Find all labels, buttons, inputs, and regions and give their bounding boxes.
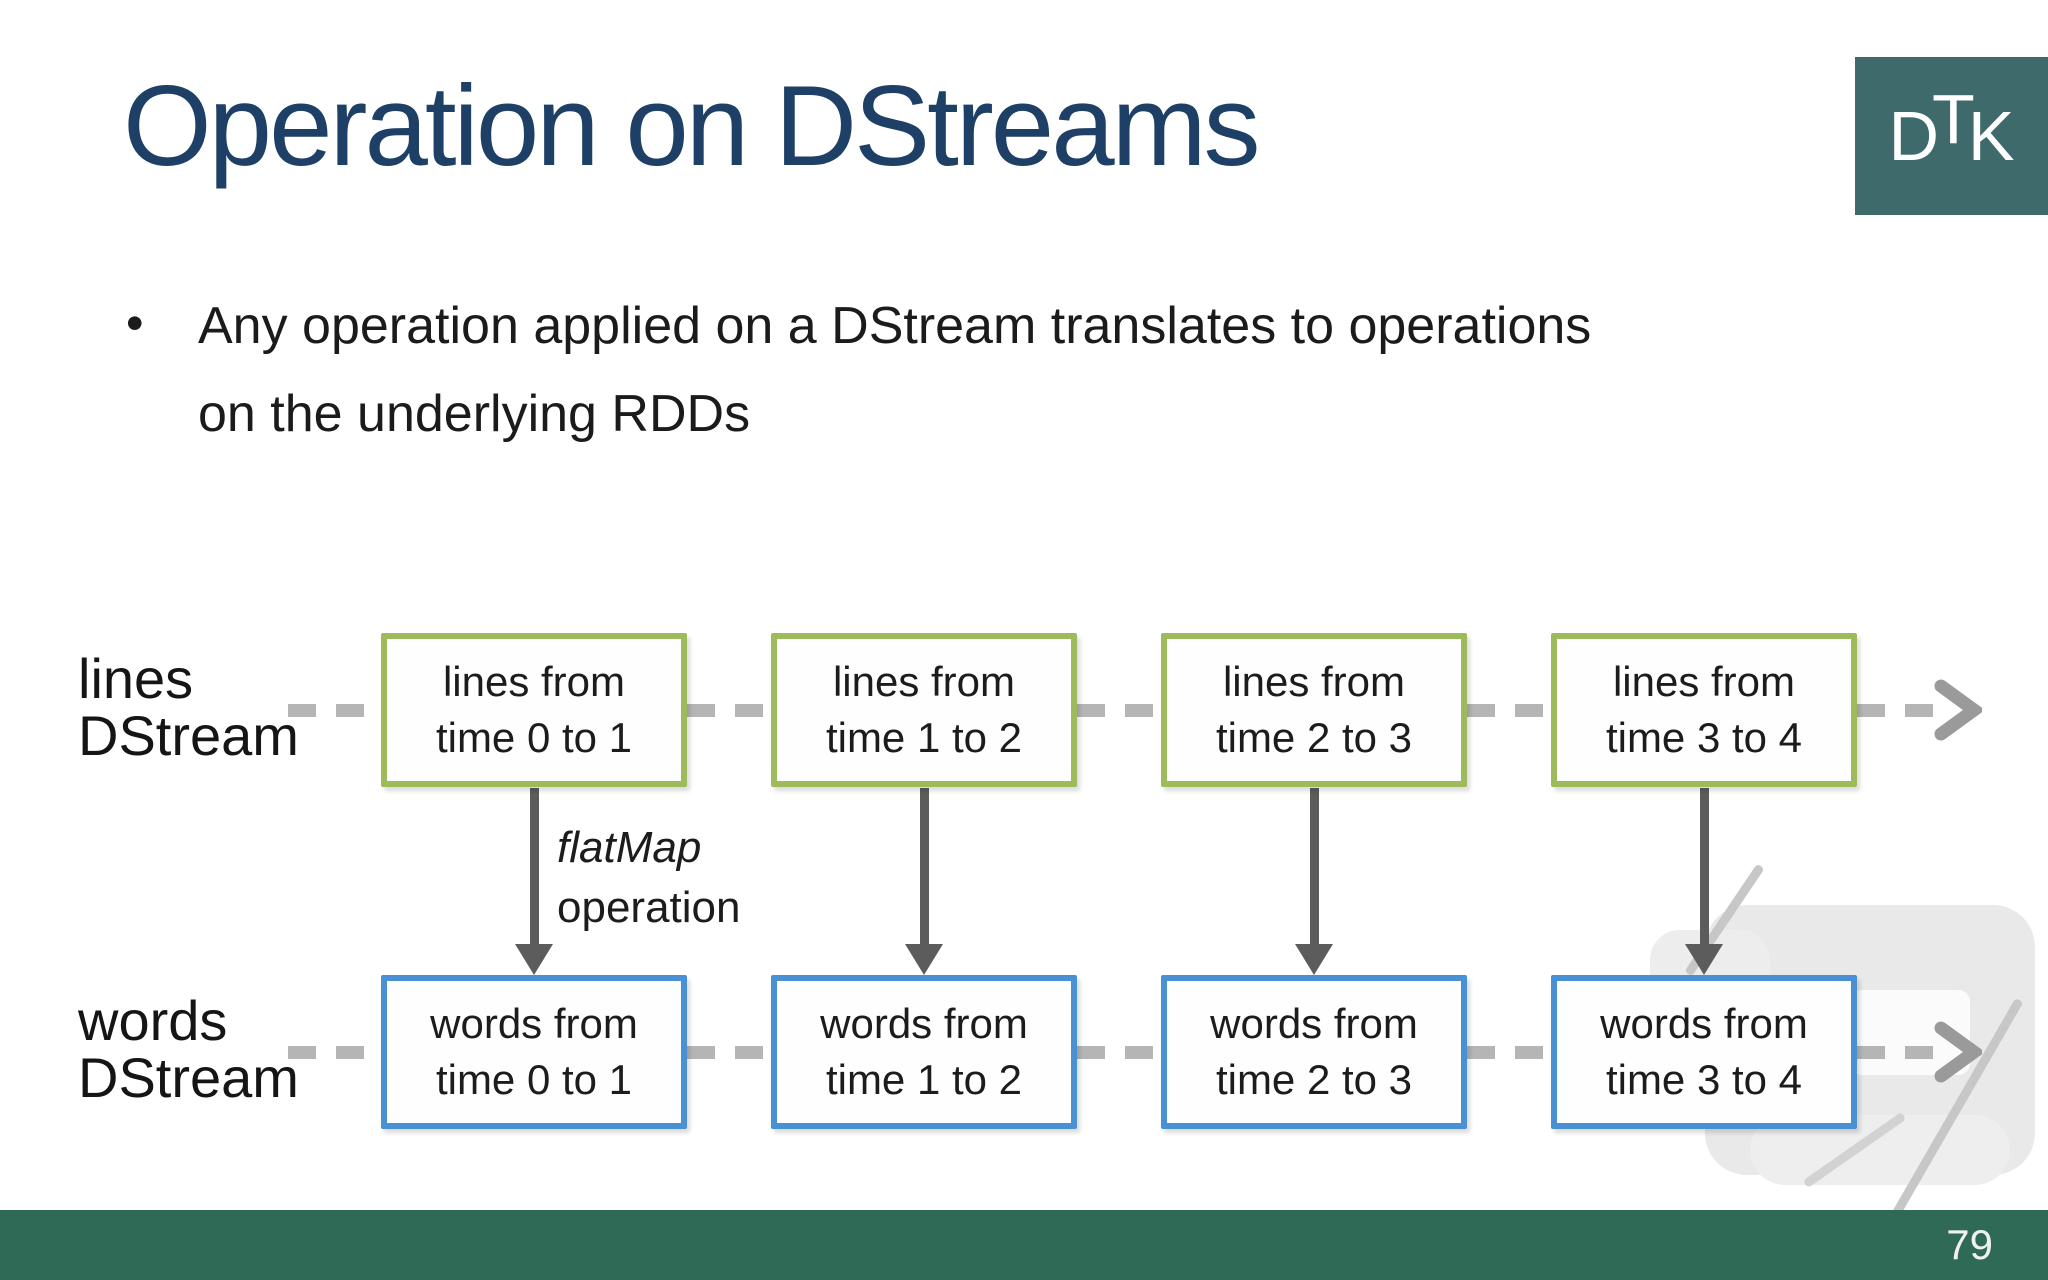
stream-dash-connector <box>1857 704 1937 717</box>
lines-rdd-box-0: lines from time 0 to 1 <box>381 633 687 787</box>
lines-dstream-label-line2: DStream <box>78 704 299 767</box>
box-text-line1: lines from <box>442 658 626 705</box>
bullet-text-line1: Any operation applied on a DStream trans… <box>198 297 1592 355</box>
lines-rdd-box-3: lines from time 3 to 4 <box>1551 633 1857 787</box>
box-text-line2: time 2 to 3 <box>1215 714 1413 761</box>
dtk-logo: D T K <box>1855 57 2048 215</box>
stream-dash-connector <box>1077 1046 1161 1059</box>
words-rdd-box-0: words from time 0 to 1 <box>381 975 687 1129</box>
stream-arrow-right-icon <box>1934 1021 1982 1083</box>
footer-bar: 79 <box>0 1210 2048 1280</box>
logo-letter-d: D <box>1888 97 1940 175</box>
stream-arrow-right-icon <box>1934 679 1982 741</box>
flatmap-arrow-head-icon <box>905 944 943 975</box>
words-dstream-label: words DStream <box>78 992 299 1106</box>
flatmap-arrow-head-icon <box>1295 944 1333 975</box>
stream-dash-connector <box>1467 1046 1551 1059</box>
flatmap-arrow-line <box>1700 788 1709 948</box>
box-text-line1: words from <box>430 1000 638 1047</box>
logo-letter-k: K <box>1967 97 2015 175</box>
stream-dash-connector <box>1077 704 1161 717</box>
flatmap-arrow-line <box>920 788 929 948</box>
watermark-image <box>1610 860 2048 1263</box>
bullet-marker: • <box>126 295 144 351</box>
stream-dash-connector <box>288 704 381 717</box>
stream-dash-connector <box>687 704 771 717</box>
box-text-line2: time 3 to 4 <box>1605 1056 1803 1103</box>
bullet-text-line2: on the underlying RDDs <box>198 385 751 443</box>
lines-dstream-label-line1: lines <box>78 647 194 710</box>
lines-rdd-box-1: lines from time 1 to 2 <box>771 633 1077 787</box>
box-text-line1: words from <box>1210 1000 1418 1047</box>
box-text-line2: time 1 to 2 <box>825 1056 1023 1103</box>
words-dstream-label-line1: words <box>78 989 228 1052</box>
box-text-line1: words from <box>820 1000 1028 1047</box>
flatmap-arrow-head-icon <box>515 944 553 975</box>
box-text-line1: lines from <box>1222 658 1406 705</box>
flatmap-arrow-head-icon <box>1685 944 1723 975</box>
box-text-line2: time 2 to 3 <box>1215 1056 1413 1103</box>
flatmap-arrow-line <box>530 788 539 948</box>
box-text-line1: lines from <box>832 658 1016 705</box>
box-text-line2: time 1 to 2 <box>825 714 1023 761</box>
words-rdd-box-1: words from time 1 to 2 <box>771 975 1077 1129</box>
box-text-line1: lines from <box>1612 658 1796 705</box>
stream-dash-connector <box>687 1046 771 1059</box>
box-text-line2: time 3 to 4 <box>1605 714 1803 761</box>
stream-dash-connector <box>1857 1046 1937 1059</box>
words-rdd-box-2: words from time 2 to 3 <box>1161 975 1467 1129</box>
lines-dstream-label: lines DStream <box>78 650 299 764</box>
words-rdd-box-3: words from time 3 to 4 <box>1551 975 1857 1129</box>
box-text-line2: time 0 to 1 <box>435 714 633 761</box>
lines-rdd-box-2: lines from time 2 to 3 <box>1161 633 1467 787</box>
box-text-line1: words from <box>1600 1000 1808 1047</box>
flatmap-operation-label: flatMap operation <box>557 818 740 938</box>
flatmap-arrow-line <box>1310 788 1319 948</box>
page-number: 79 <box>1946 1221 1993 1268</box>
operation-label: operation <box>557 883 741 932</box>
box-text-line2: time 0 to 1 <box>435 1056 633 1103</box>
stream-dash-connector <box>288 1046 381 1059</box>
bullet-text: Any operation applied on a DStream trans… <box>198 282 1591 458</box>
flatmap-label: flatMap <box>557 823 702 872</box>
words-dstream-label-line2: DStream <box>78 1046 299 1109</box>
page-title: Operation on DStreams <box>123 63 1261 190</box>
stream-dash-connector <box>1467 704 1551 717</box>
logo-letter-t: T <box>1932 80 1975 158</box>
